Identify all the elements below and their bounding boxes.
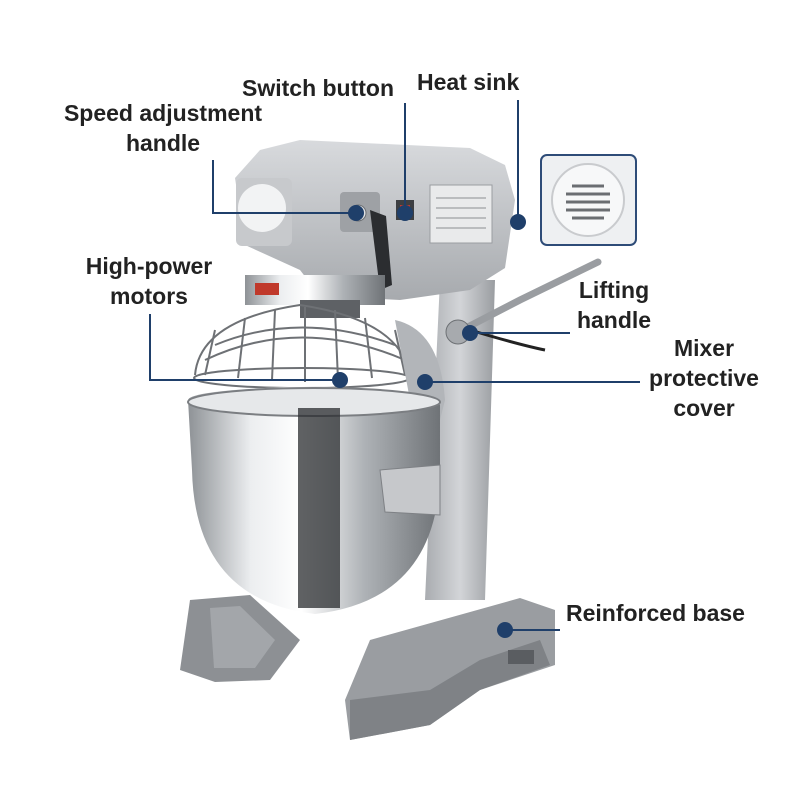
motors-marker [332,372,348,388]
label-high-power-motors: High-power motors [74,251,224,311]
label-switch-button: Switch button [242,75,395,101]
heat-sink-inset [540,154,637,246]
leader-lines [149,100,640,638]
label-mixer-line1: Mixer [673,335,735,361]
label-heat-sink: Heat sink [417,69,520,95]
label-mixer-line3: cover [673,395,735,421]
mixer-collar [245,275,385,318]
label-speed-adjustment-handle: Speed adjustment handle [52,98,274,158]
label-motors-line2: motors [110,283,188,309]
base-marker [497,622,513,638]
label-lifting-line1: Lifting [578,277,650,303]
mixer-base [180,595,555,740]
label-reinforced-base: Reinforced base [566,600,745,626]
cover-marker [417,374,433,390]
mixer-column [425,280,495,600]
label-speed-line1: Speed adjustment [63,100,263,126]
label-motors-line1: High-power [85,253,213,279]
label-mixer-line2: protective [649,365,759,391]
lifting-handle-marker [462,325,478,341]
mixer-bowl [187,386,441,614]
label-lifting-handle: Lifting handle [566,275,662,335]
heat-sink-marker [510,214,526,230]
label-lifting-line2: handle [576,307,652,333]
speed-handle-marker [348,205,364,221]
label-mixer-protective-cover: Mixer protective cover [640,333,768,423]
switch-button-marker [397,205,413,221]
label-speed-line2: handle [125,130,201,156]
